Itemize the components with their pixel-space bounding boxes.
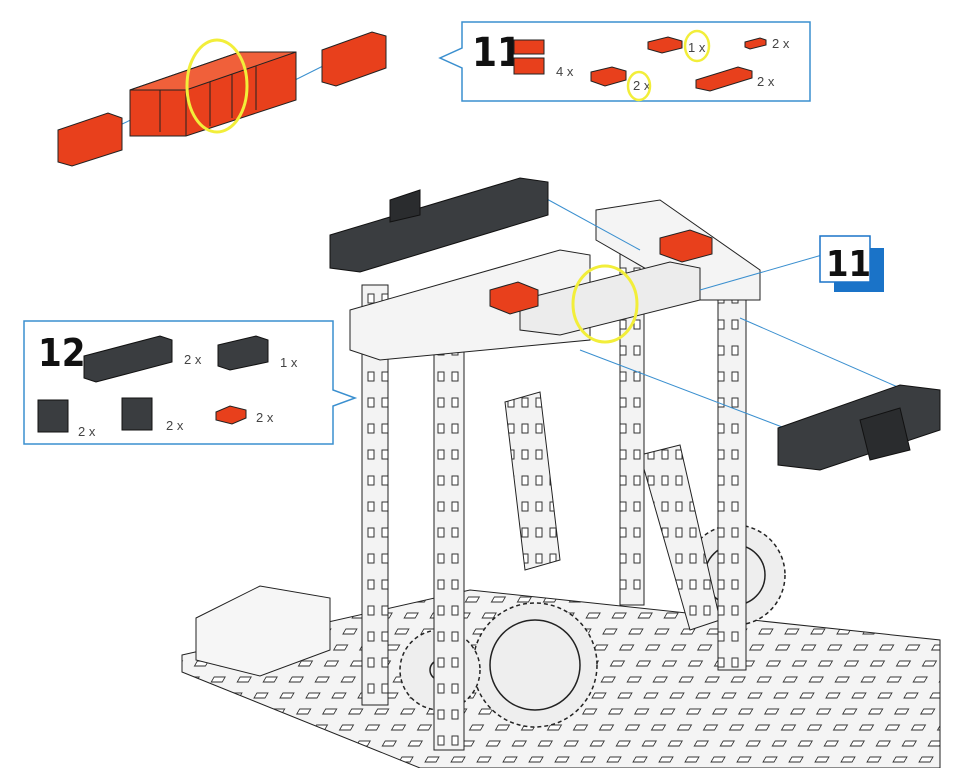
- qty-label: 2 x: [184, 352, 202, 367]
- part-black-building-block: [121, 397, 153, 431]
- step-label: 11: [699, 235, 884, 292]
- part-red-flat-plate: [695, 66, 753, 92]
- highlight-circle: [185, 38, 249, 134]
- red-plate-left: [57, 112, 123, 167]
- part-small-red-plate: [744, 37, 767, 50]
- part-red-plate-15: [590, 66, 627, 87]
- qty-label: 1 x: [280, 355, 298, 370]
- red-subassembly: [57, 31, 387, 167]
- crossbar-left: [349, 249, 591, 361]
- part-black-angle-block: [37, 399, 69, 433]
- part-red-block-15: [513, 39, 545, 75]
- part-black-bracket-short: [217, 335, 269, 371]
- part-black-bracket-long: [83, 335, 173, 383]
- red-plate-on-frame: [489, 281, 539, 315]
- qty-label: 2 x: [166, 418, 184, 433]
- qty-label: 2 x: [256, 410, 274, 425]
- qty-label: 2 x: [78, 424, 96, 439]
- qty-label: 1 x: [688, 40, 706, 55]
- column-front-right: [717, 289, 747, 671]
- qty-label: 2 x: [772, 36, 790, 51]
- crossbar-middle: [519, 261, 701, 336]
- parts-callout-step-12: 12 2 x 1 x 2 x 2 x 2 x: [23, 320, 358, 445]
- part-red-plate-pin: [647, 36, 683, 54]
- red-plate-on-frame: [659, 229, 713, 263]
- step-label-number: 11: [826, 244, 871, 285]
- qty-label: 2 x: [633, 78, 651, 93]
- pendulum-arm-left: [504, 391, 561, 571]
- step-12-number: 12: [38, 331, 86, 375]
- red-plate-right: [321, 31, 387, 87]
- qty-label: 4 x: [556, 64, 574, 79]
- part-red-plate-pin: [215, 405, 247, 425]
- parts-callout-step-11: 11 4 x 2 x 1 x 2 x 2 x: [438, 21, 811, 102]
- column-front-left: [433, 349, 465, 751]
- highlight-circle: [571, 264, 639, 344]
- motor-housing: [195, 585, 331, 677]
- black-beam-right: [579, 317, 941, 471]
- qty-label: 2 x: [757, 74, 775, 89]
- black-beam-top: [329, 177, 641, 273]
